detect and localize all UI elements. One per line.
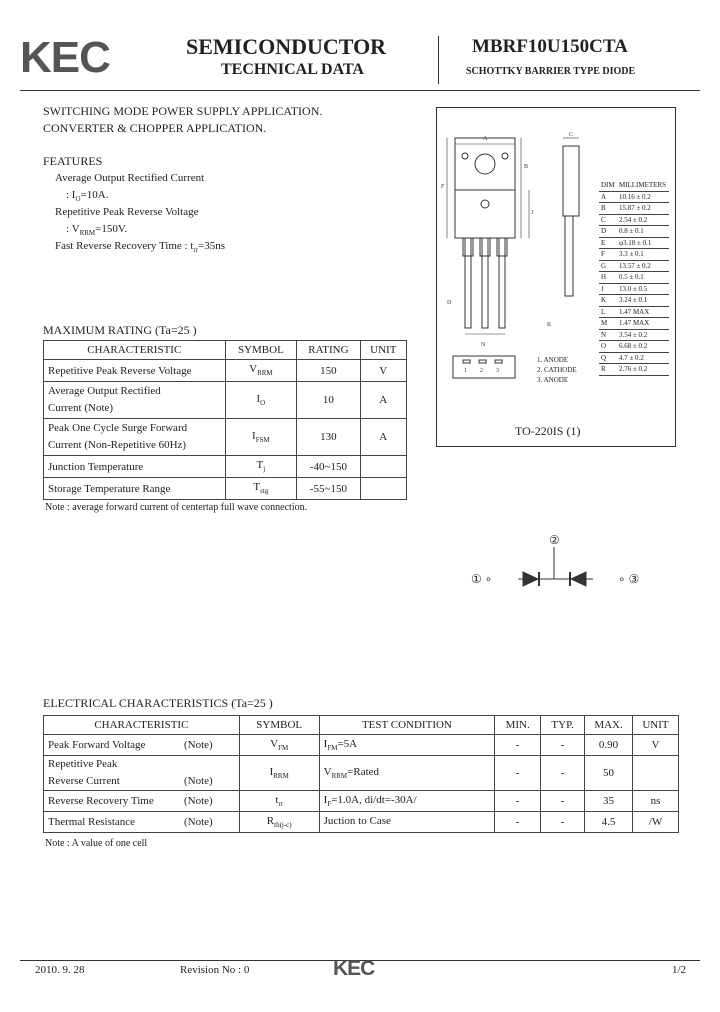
- device-type: SCHOTTKY BARRIER TYPE DIODE: [466, 66, 636, 77]
- table-row: Junction Temperature Tj -40~150: [43, 455, 408, 478]
- col-symbol: SYMBOL: [224, 340, 298, 360]
- footer-rule: [20, 960, 700, 961]
- footer-page: 1/2: [672, 964, 687, 976]
- col-max: MAX.: [584, 715, 633, 735]
- part-number: MBRF10U150CTA: [472, 36, 628, 57]
- col-unit: UNIT: [359, 340, 408, 360]
- table-row: Peak Forward Voltage(Note) VFM IFM=5A - …: [43, 734, 679, 756]
- col-symbol: SYMBOL: [238, 715, 320, 735]
- pin-2-label: 2. CATHODE: [537, 366, 577, 374]
- table-row: Reverse Recovery Time(Note) trr IF=1.0A,…: [43, 790, 679, 812]
- col-rating: RATING: [296, 340, 361, 360]
- pin-3-label: 3. ANODE: [537, 376, 569, 384]
- pin-1-marker: ① ∘: [471, 572, 493, 586]
- header-subtitle: TECHNICAL DATA: [221, 61, 364, 78]
- diode-symbol: [498, 547, 613, 587]
- pin-2-marker: ②: [549, 533, 560, 547]
- elec-table: CHARACTERISTIC SYMBOL TEST CONDITION MIN…: [43, 715, 679, 833]
- elec-heading: ELECTRICAL CHARACTERISTICS (Ta=25 ): [43, 696, 273, 710]
- svg-text:K: K: [547, 322, 552, 328]
- col-characteristic: CHARACTERISTIC: [43, 340, 226, 360]
- col-test-condition: TEST CONDITION: [318, 715, 496, 735]
- header-title: SEMICONDUCTOR: [186, 34, 387, 59]
- package-name: TO-220IS (1): [515, 424, 581, 438]
- header-divider: [438, 36, 439, 84]
- feature-1-value: : IO=10A.: [66, 189, 109, 204]
- col-min: MIN.: [494, 715, 542, 735]
- col-unit: UNIT: [632, 715, 679, 735]
- col-characteristic: CHARACTERISTIC: [43, 715, 240, 735]
- col-typ: TYP.: [540, 715, 586, 735]
- header-rule: [20, 90, 700, 91]
- feature-2-value: : VRRM=150V.: [66, 223, 128, 238]
- svg-text:A: A: [483, 136, 488, 142]
- feature-2: Repetitive Peak Reverse Voltage: [55, 206, 199, 218]
- svg-text:F: F: [441, 184, 445, 190]
- svg-text:B: B: [524, 164, 528, 170]
- kec-logo: KEC: [20, 33, 111, 82]
- pin-list: 1. ANODE 2. CATHODE 3. ANODE: [537, 355, 577, 385]
- elec-note: Note : A value of one cell: [45, 838, 148, 849]
- table-row: Repetitive Peak Reverse Voltage VRRM 150…: [43, 359, 408, 382]
- footer-revision: Revision No : 0: [180, 964, 250, 976]
- pin-number: 2: [480, 368, 483, 374]
- footer-date: 2010. 9. 28: [35, 964, 85, 976]
- pin-3-marker: ∘ ③: [618, 572, 640, 586]
- table-row: Storage Temperature Range Tstg -55~150: [43, 477, 408, 500]
- package-outline-drawing: A F B J C N D K 1 2 3: [441, 132, 580, 379]
- application-line-1: SWITCHING MODE POWER SUPPLY APPLICATION.: [43, 104, 323, 118]
- feature-1: Average Output Rectified Current: [55, 172, 205, 184]
- pin-1-label: 1. ANODE: [537, 356, 569, 364]
- table-row: Thermal Resistance(Note) Rth(j-c) Juctio…: [43, 811, 679, 833]
- footer-kec-logo: KEC: [333, 957, 375, 980]
- package-box: [436, 107, 676, 447]
- max-rating-heading: MAXIMUM RATING (Ta=25 ): [43, 323, 197, 337]
- max-rating-table: CHARACTERISTIC SYMBOL RATING UNIT Repeti…: [43, 340, 408, 500]
- features-heading: FEATURES: [43, 154, 103, 168]
- pin-number: 3: [496, 368, 499, 374]
- svg-text:D: D: [447, 300, 452, 306]
- svg-text:C: C: [569, 132, 573, 138]
- feature-3: Fast Reverse Recovery Time : trr=35ns: [55, 240, 226, 255]
- pin-number: 1: [464, 368, 467, 374]
- svg-text:N: N: [481, 342, 486, 348]
- application-line-2: CONVERTER & CHOPPER APPLICATION.: [43, 121, 267, 135]
- max-rating-note: Note : average forward current of center…: [45, 502, 308, 513]
- svg-text:J: J: [531, 210, 534, 216]
